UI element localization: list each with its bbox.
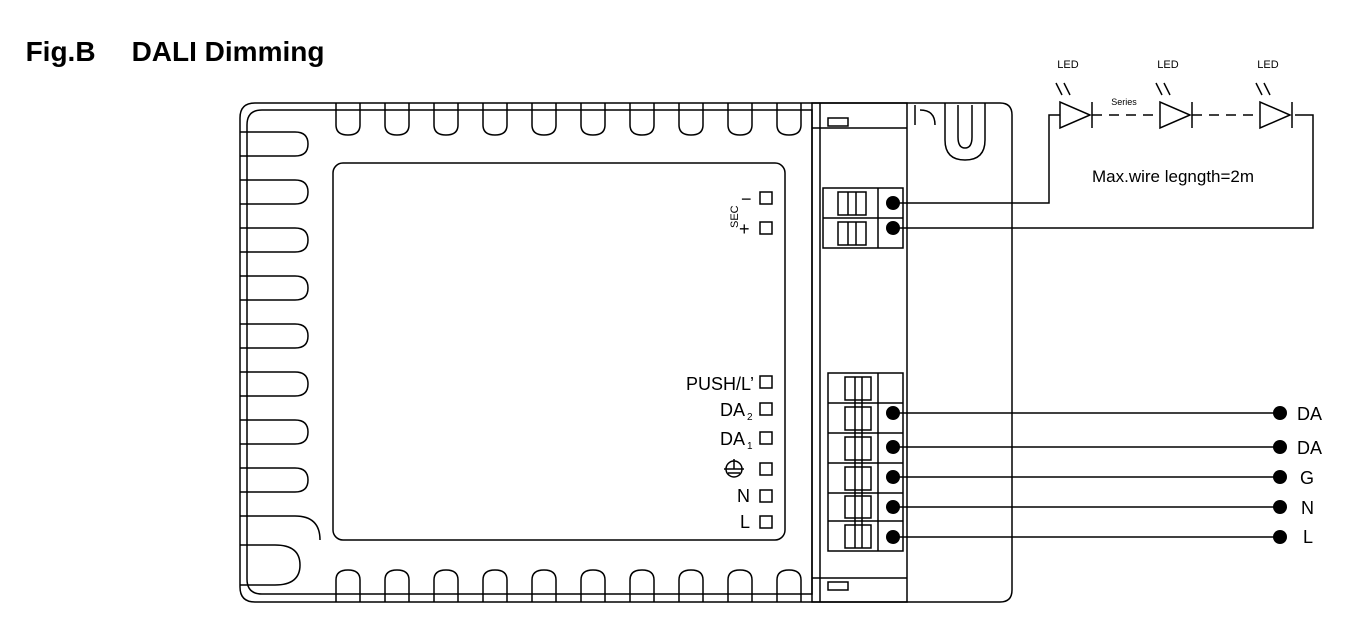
terminal-dot <box>886 221 900 235</box>
terminal-dot <box>886 530 900 544</box>
fin-bump <box>531 103 557 136</box>
fin-bump <box>240 467 309 493</box>
earth-ground-icon <box>724 459 744 478</box>
l-checkbox <box>759 515 773 529</box>
wire-label-da: DA <box>1297 404 1322 424</box>
led-symbol <box>1155 82 1193 130</box>
fin-bump <box>240 515 321 541</box>
terminal-dot <box>886 470 900 484</box>
mounting-slot-bottom <box>240 544 301 586</box>
fin-bump <box>727 103 753 136</box>
wire-label-n: N <box>1301 498 1314 518</box>
fin-bump <box>433 103 459 136</box>
led-label: LED <box>1057 59 1078 71</box>
sec-label: SEC <box>729 205 741 228</box>
terminal-column <box>811 102 908 603</box>
wire-end-dot <box>1273 440 1287 454</box>
figure-title: Fig.B DALI Dimming <box>10 4 325 68</box>
figure-label: Fig.B <box>25 36 96 67</box>
led-symbol <box>1055 82 1093 130</box>
fin-bump <box>240 275 309 301</box>
fin-bump <box>240 179 309 205</box>
input-terminal-block <box>827 372 904 552</box>
driver-housing <box>239 102 1013 603</box>
fin-bump <box>240 419 309 445</box>
push-label: PUSH/L’ <box>686 374 754 394</box>
max-wire-label: Max.wire legngth=2m <box>1092 167 1254 186</box>
wire-end-dot <box>1273 500 1287 514</box>
da1-checkbox <box>759 431 773 445</box>
series-label: Series <box>1111 97 1137 107</box>
sec-plus-label: + <box>739 219 750 239</box>
label-plate <box>332 162 786 541</box>
fin-bump <box>531 569 557 602</box>
fin-bump <box>433 569 459 602</box>
fin-bump <box>240 323 309 349</box>
da1-subscript: 1 <box>747 441 753 452</box>
terminal-dot <box>886 440 900 454</box>
fin-bump <box>580 103 606 136</box>
fin-bump <box>776 103 802 136</box>
fin-bump <box>482 569 508 602</box>
fin-bump <box>335 103 361 136</box>
sec-minus-checkbox <box>759 191 773 205</box>
push-checkbox <box>759 375 773 389</box>
n-checkbox <box>759 489 773 503</box>
da2-checkbox <box>759 402 773 416</box>
fin-bump <box>580 569 606 602</box>
da2-label: DA <box>720 400 745 420</box>
fin-bump <box>678 103 704 136</box>
mounting-slot-top <box>944 103 986 161</box>
led-symbol <box>1255 82 1293 130</box>
fin-bump <box>384 103 410 136</box>
fin-bump <box>240 131 309 157</box>
led-label: LED <box>1257 59 1278 71</box>
wire-sec-minus <box>893 114 1060 204</box>
fin-bump <box>384 569 410 602</box>
fin-bump <box>629 103 655 136</box>
led-label: LED <box>1157 59 1178 71</box>
wire-label-l: L <box>1303 527 1313 547</box>
fin-bump <box>240 371 309 397</box>
fin-bump <box>240 227 309 253</box>
fin-bump <box>776 569 802 602</box>
fin-bump <box>678 569 704 602</box>
da2-subscript: 2 <box>747 412 753 423</box>
wire-end-dot <box>1273 406 1287 420</box>
fin-bump <box>727 569 753 602</box>
wire-end-dot <box>1273 470 1287 484</box>
wire-end-dot <box>1273 530 1287 544</box>
da1-label: DA <box>720 429 745 449</box>
fin-bump <box>629 569 655 602</box>
cooling-fins <box>240 103 802 602</box>
fin-bump <box>482 103 508 136</box>
l-label: L <box>740 512 750 532</box>
wire-sec-plus <box>893 114 1314 229</box>
wire-label-g: G <box>1300 468 1314 488</box>
n-label: N <box>737 486 750 506</box>
driver-inner-border <box>246 109 813 595</box>
terminal-dot <box>886 406 900 420</box>
fin-bump <box>335 569 361 602</box>
terminal-dot <box>886 500 900 514</box>
sec-minus-label: − <box>741 189 752 209</box>
ground-checkbox <box>759 462 773 476</box>
terminal-dot <box>886 196 900 210</box>
sec-plus-checkbox <box>759 221 773 235</box>
wire-label-da: DA <box>1297 438 1322 458</box>
figure-name: DALI Dimming <box>131 36 325 67</box>
